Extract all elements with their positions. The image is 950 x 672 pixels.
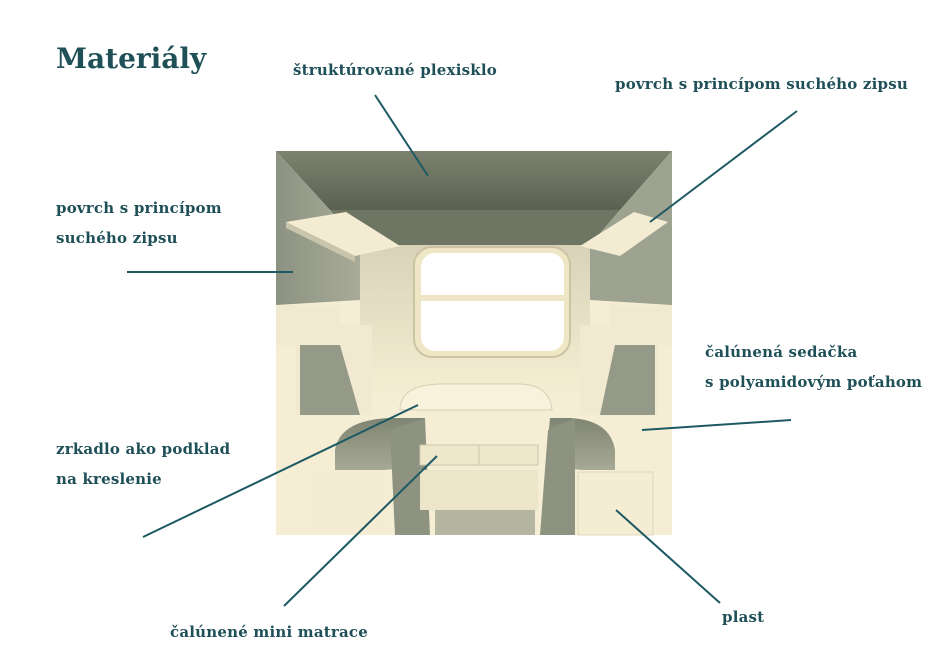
label-plastic: plast <box>722 608 765 626</box>
leader-line-seat <box>641 419 792 431</box>
shelf-left <box>286 212 400 256</box>
leader-line-mattress <box>283 455 438 607</box>
leader-line-mirror <box>142 404 419 538</box>
ceiling-panel <box>276 151 672 210</box>
label-wall-left-line2: suchého zipsu <box>56 229 178 247</box>
interior-image <box>276 151 672 536</box>
leader-line-shelf <box>649 110 798 223</box>
page-title: Materiály <box>56 42 207 75</box>
label-ceiling: štruktúrované plexisklo <box>293 61 497 79</box>
label-mirror-line2: na kreslenie <box>56 470 162 488</box>
label-shelf-right: povrch s princípom suchého zipsu <box>615 75 908 93</box>
mirror-table <box>399 383 553 411</box>
leader-line-plastic <box>615 509 721 604</box>
shelf-right <box>580 212 668 256</box>
leader-line-ceiling <box>374 94 429 177</box>
label-mirror: zrkadlo ako podklad na kreslenie <box>56 434 230 494</box>
label-wall-left: povrch s princípom suchého zipsu <box>56 193 222 253</box>
label-mirror-line1: zrkadlo ako podklad <box>56 440 231 458</box>
label-mattress: čalúnené mini matrace <box>170 623 368 641</box>
plastic-cover <box>577 471 654 536</box>
label-seat-line2: s polyamidovým poťahom <box>705 373 923 391</box>
label-seat: čalúnená sedačka s polyamidovým poťahom <box>705 337 922 397</box>
label-seat-line1: čalúnená sedačka <box>705 343 858 361</box>
label-wall-left-line1: povrch s princípom <box>56 199 222 217</box>
